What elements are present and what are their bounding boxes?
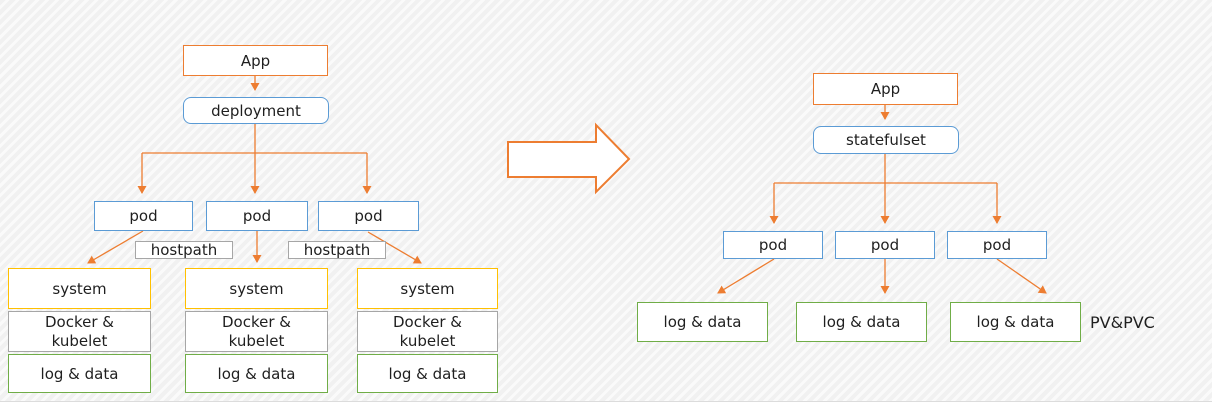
node-system-box: system — [8, 268, 151, 309]
left-pod-box: pod — [318, 201, 419, 231]
node-logdata-box: log & data — [8, 354, 151, 393]
volume-logdata-box: log & data — [796, 302, 927, 342]
node-system-box: system — [357, 268, 498, 309]
pv-pvc-label: PV&PVC — [1090, 313, 1155, 332]
node-logdata-box: log & data — [357, 354, 498, 393]
left-deployment-box: deployment — [183, 97, 329, 124]
left-app-box: App — [183, 45, 328, 76]
volume-logdata-box: log & data — [950, 302, 1081, 342]
docker-line: Docker & — [393, 312, 462, 331]
node-docker-kubelet-box: Docker & kubelet — [185, 311, 328, 352]
right-pod-box: pod — [947, 231, 1047, 259]
left-pod-box: pod — [206, 201, 308, 231]
right-app-box: App — [813, 73, 958, 105]
kubelet-line: kubelet — [399, 331, 456, 350]
volume-logdata-box: log & data — [637, 302, 768, 342]
kubelet-line: kubelet — [51, 331, 108, 350]
node-system-box: system — [185, 268, 328, 309]
hostpath-box: hostpath — [135, 241, 233, 259]
right-pod-box: pod — [835, 231, 935, 259]
hostpath-box: hostpath — [288, 241, 386, 259]
right-pod-box: pod — [723, 231, 823, 259]
left-pod-box: pod — [94, 201, 193, 231]
transform-arrow — [507, 122, 631, 195]
right-statefulset-box: statefulset — [813, 126, 959, 154]
node-docker-kubelet-box: Docker & kubelet — [8, 311, 151, 352]
kubelet-line: kubelet — [228, 331, 285, 350]
docker-line: Docker & — [222, 312, 291, 331]
node-logdata-box: log & data — [185, 354, 328, 393]
docker-line: Docker & — [45, 312, 114, 331]
node-docker-kubelet-box: Docker & kubelet — [357, 311, 498, 352]
